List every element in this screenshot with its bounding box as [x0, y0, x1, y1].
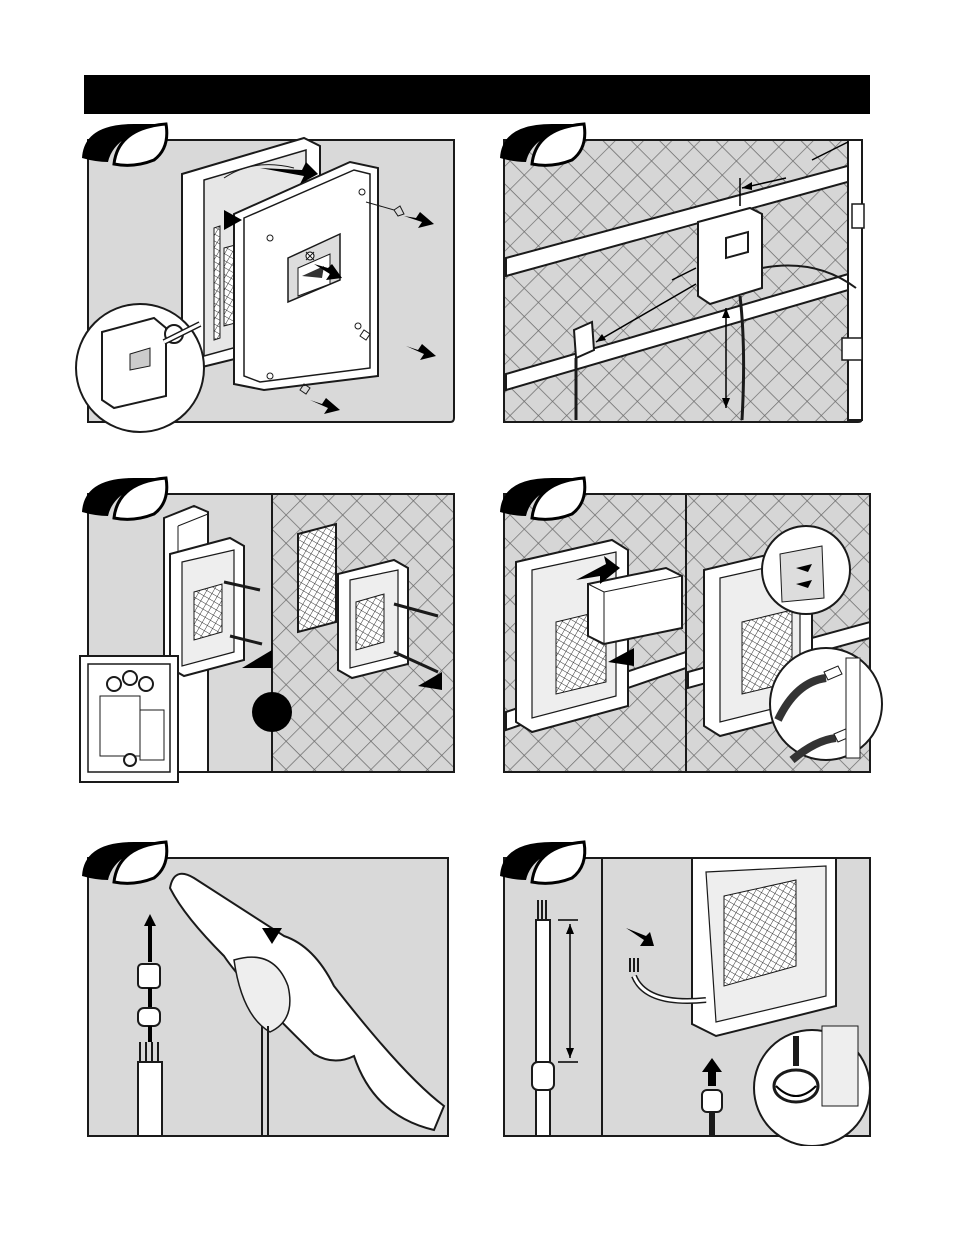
- step-badge-icon: [500, 124, 585, 165]
- step-2-panel: [496, 118, 870, 428]
- header-bar: [84, 75, 870, 114]
- enclosure-icon: [692, 858, 836, 1036]
- enclosure-icon: [698, 208, 762, 304]
- step-5-panel: [74, 836, 458, 1146]
- step-1-illustration: [74, 118, 458, 438]
- step-badge-icon: [500, 842, 585, 883]
- step-5-illustration: [74, 836, 458, 1146]
- inset-detail: [76, 304, 204, 432]
- step-6-illustration: [496, 836, 886, 1146]
- inset-detail: [80, 656, 178, 782]
- step-4-panel: [496, 472, 886, 787]
- step-3-illustration: [74, 472, 458, 787]
- step-2-illustration: [496, 118, 870, 428]
- step-badge-icon: [82, 842, 167, 883]
- step-badge-icon: [500, 478, 585, 519]
- step-1-panel: [74, 118, 458, 438]
- step-badge-icon: [82, 124, 167, 165]
- step-6-panel: [496, 836, 886, 1146]
- step-3-panel: [74, 472, 458, 787]
- step-badge-icon: [82, 478, 167, 519]
- stop-circle-icon: [252, 692, 292, 732]
- step-4-illustration: [496, 472, 886, 787]
- cable-icon: [532, 900, 554, 1136]
